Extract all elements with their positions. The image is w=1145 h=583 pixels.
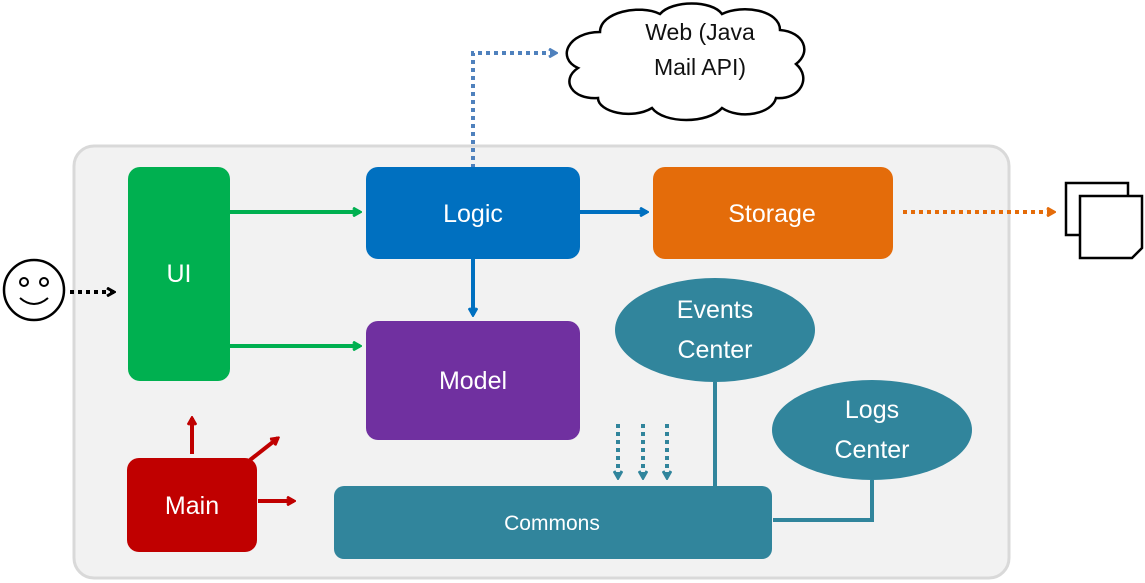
- model-label: Model: [439, 367, 507, 395]
- logic-to-web-arrow: [471, 53, 556, 168]
- ui-label: UI: [167, 260, 192, 288]
- logic-label: Logic: [443, 200, 503, 228]
- web-cloud-icon: [565, 2, 806, 122]
- web-label-line1: Web (Java: [645, 19, 755, 45]
- storage-component: [653, 167, 893, 259]
- main-diagonal-arrow: [248, 438, 278, 462]
- events-center-label-line2: Center: [677, 336, 752, 364]
- storage-label: Storage: [728, 200, 816, 228]
- logs-center-component: [772, 380, 972, 480]
- events-center-label-line1: Events: [677, 296, 753, 324]
- commons-label: Commons: [504, 512, 600, 535]
- main-component: [127, 458, 257, 552]
- ui-component: [128, 167, 230, 381]
- storage-files-icon: [1064, 181, 1144, 260]
- logic-component: [366, 167, 580, 259]
- logs-center-label-line1: Logs: [845, 396, 899, 424]
- logs-to-commons-line: [773, 480, 874, 522]
- web-label-line2: Mail API): [654, 54, 746, 80]
- logs-center-label-line2: Center: [834, 436, 909, 464]
- events-center-component: [615, 278, 815, 382]
- user-smiley-icon: [2, 258, 66, 322]
- main-label: Main: [165, 492, 219, 520]
- model-component: [366, 321, 580, 440]
- commons-component: [334, 486, 772, 559]
